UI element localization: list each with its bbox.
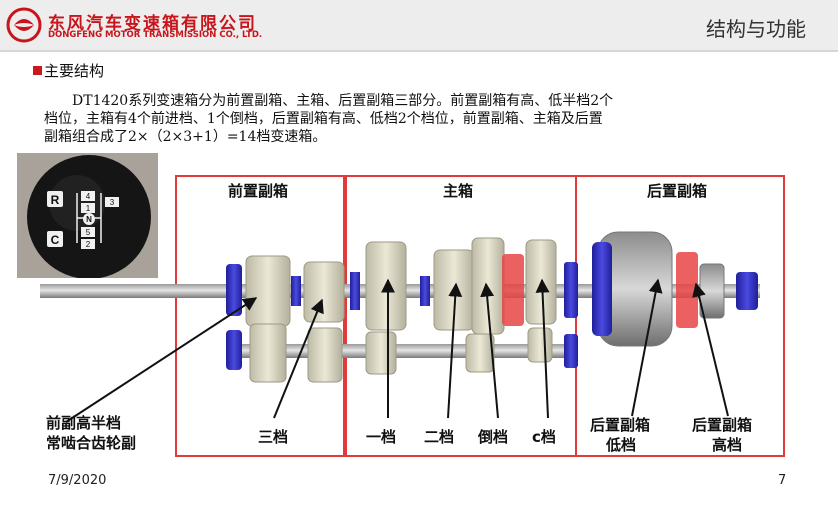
label-second-gear: 二档: [424, 428, 454, 446]
planetary-carrier: [592, 242, 612, 336]
gear-3-glyph: 3: [110, 198, 115, 207]
reverse-box: [47, 191, 63, 207]
synchronizer: [291, 276, 301, 306]
gear-1-glyph: 1: [86, 204, 91, 213]
gear-4-glyph: 4: [86, 192, 91, 201]
gear-2-glyph: 2: [86, 240, 91, 249]
section-front-label: 前置副箱: [228, 182, 288, 200]
counter-gear: [249, 323, 287, 383]
arrow: [273, 298, 324, 419]
label-c-gear: c档: [532, 428, 556, 446]
subheading: 主要结构: [44, 62, 105, 80]
rear-hub: [699, 263, 725, 319]
page-number: 7: [778, 473, 787, 488]
header-bar: 东风汽车变速箱有限公司 DONGFENG MOTOR TRANSMISSION …: [0, 0, 838, 52]
label-front-mesh: 常啮合齿轮副: [46, 434, 136, 452]
bullet-square-icon: [33, 66, 42, 75]
label-first-gear: 一档: [366, 428, 396, 446]
gear: [245, 255, 291, 327]
label-rear-low-2: 低档: [605, 436, 636, 454]
arrow: [692, 282, 729, 417]
arrow: [447, 282, 463, 419]
label-rear-high-1: 后置副箱: [692, 416, 752, 434]
c-box: [47, 231, 63, 247]
bearing: [226, 330, 242, 370]
label-rear-low-1: 后置副箱: [590, 416, 650, 434]
description-paragraph: DT1420系列变速箱分为前置副箱、主箱、后置副箱三部分。前置副箱有高、低半档2…: [44, 92, 804, 146]
label-third-gear: 三档: [258, 428, 288, 446]
counter-gear: [307, 327, 343, 383]
bearing: [226, 264, 242, 316]
rear-synchronizer: [676, 252, 698, 328]
gear-5-glyph: 5: [86, 228, 91, 237]
arrow: [65, 297, 258, 423]
gear: [471, 237, 505, 335]
counter-gear: [365, 331, 397, 375]
footer-date: 7/9/2020: [48, 473, 107, 488]
neutral-glyph: N: [86, 215, 92, 224]
paragraph-line-2: 档位，主箱有4个前进档、1个倒档，后置副箱有高、低档2个档位，前置副箱、主箱及后…: [44, 111, 603, 127]
bearing: [564, 262, 578, 318]
arrow: [480, 282, 499, 419]
synchronizer: [350, 272, 360, 310]
arrow: [631, 278, 663, 417]
counter-gear: [527, 327, 553, 363]
section-main-label: 主箱: [443, 182, 473, 200]
synchronizer: [420, 276, 430, 306]
paragraph-line-3: 副箱组合成了2×（2×3+1）=14档变速箱。: [44, 129, 327, 145]
shift-knob-photo: R C 4 3 1 N 5 2: [17, 153, 158, 278]
output-flange: [736, 272, 758, 310]
label-reverse-gear: 倒档: [477, 428, 508, 446]
company-name-en: DONGFENG MOTOR TRANSMISSION CO., LTD.: [48, 30, 263, 40]
gear: [365, 241, 407, 331]
gear: [303, 261, 345, 323]
section-rear-label: 后置副箱: [647, 182, 707, 200]
c-glyph: C: [51, 233, 60, 247]
section-title: 结构与功能: [706, 17, 806, 41]
gear: [525, 239, 557, 325]
transmission-diagram: 前置副箱 主箱 后置副箱: [40, 175, 785, 457]
label-rear-high-2: 高档: [712, 436, 742, 454]
paragraph-line-1: DT1420系列变速箱分为前置副箱、主箱、后置副箱三部分。前置副箱有高、低半档2…: [72, 93, 614, 109]
dongfeng-logo-icon: [6, 7, 42, 43]
bearing: [564, 334, 578, 368]
counter-gear: [465, 333, 495, 373]
arrow: [535, 278, 550, 419]
reverse-idler-gear: [502, 254, 524, 326]
label-front-high: 前副高半档: [46, 414, 121, 432]
reverse-glyph: R: [51, 193, 60, 207]
company-name-cn: 东风汽车变速箱有限公司: [48, 14, 257, 34]
